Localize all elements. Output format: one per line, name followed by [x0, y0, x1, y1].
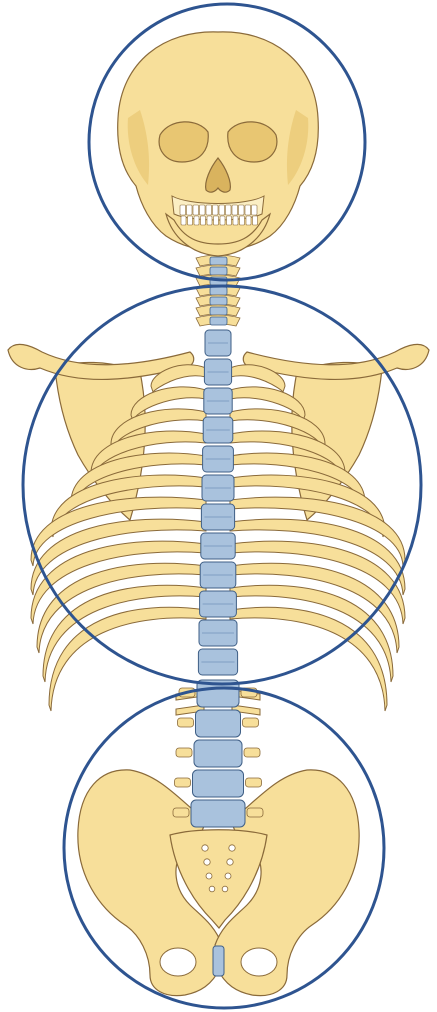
- left-orbit: [159, 122, 208, 162]
- cervical-vertebra-6: [210, 307, 227, 315]
- lower-tooth: [246, 216, 251, 225]
- lumbar-transverse-process: [173, 808, 189, 817]
- upper-tooth: [239, 205, 245, 215]
- right-obturator-foramen: [241, 948, 277, 976]
- upper-tooth: [252, 205, 258, 215]
- cervical-vertebra-5: [210, 297, 227, 305]
- lumbar-transverse-process: [178, 718, 194, 727]
- upper-tooth: [200, 205, 206, 215]
- upper-tooth: [180, 205, 186, 215]
- lumbar-vertebra-2: [196, 710, 241, 737]
- cervical-vertebra-7: [210, 317, 227, 325]
- upper-tooth: [213, 205, 219, 215]
- lower-tooth: [214, 216, 219, 225]
- lower-tooth: [220, 216, 225, 225]
- upper-tooth: [206, 205, 212, 215]
- lumbar-vertebra-3: [194, 740, 242, 767]
- lower-tooth: [207, 216, 212, 225]
- cervical-vertebra-1: [210, 257, 227, 265]
- upper-tooth: [219, 205, 225, 215]
- lumbar-vertebra-5: [191, 800, 245, 827]
- lumbar-transverse-process: [175, 778, 191, 787]
- upper-tooth: [187, 205, 193, 215]
- upper-tooth: [245, 205, 251, 215]
- lower-tooth: [201, 216, 206, 225]
- lower-tooth: [227, 216, 232, 225]
- lower-tooth: [181, 216, 186, 225]
- vertebral-column: [173, 255, 263, 827]
- pubic-symphysis: [213, 946, 224, 976]
- lumbar-transverse-process: [176, 748, 192, 757]
- lower-tooth: [233, 216, 238, 225]
- cervical-vertebra-4: [210, 287, 227, 295]
- lower-tooth: [240, 216, 245, 225]
- upper-tooth: [232, 205, 238, 215]
- lumbar-vertebra-4: [193, 770, 244, 797]
- lumbar-transverse-process: [244, 748, 260, 757]
- lumbar-transverse-process: [246, 778, 262, 787]
- lower-tooth: [253, 216, 258, 225]
- lower-tooth: [188, 216, 193, 225]
- skull: [118, 32, 319, 256]
- cervical-vertebra-2: [210, 267, 227, 275]
- left-obturator-foramen: [160, 948, 196, 976]
- lumbar-transverse-process: [243, 718, 259, 727]
- lumbar-transverse-process: [247, 808, 263, 817]
- upper-tooth: [226, 205, 232, 215]
- right-orbit: [228, 122, 277, 162]
- upper-tooth: [193, 205, 199, 215]
- lower-tooth: [194, 216, 199, 225]
